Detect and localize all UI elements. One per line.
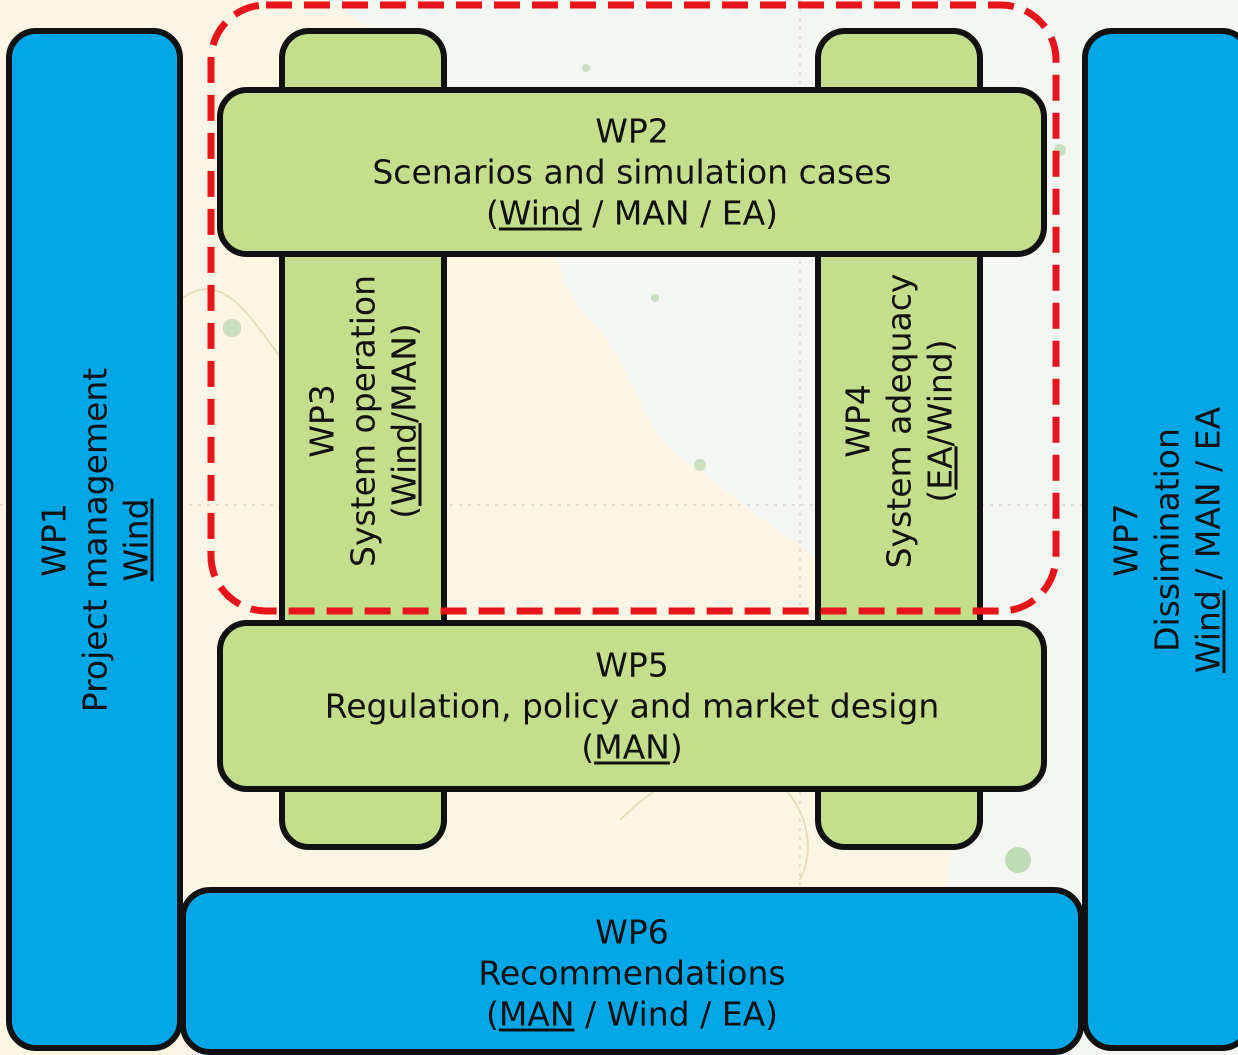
wp7-partner-1: Wind: [1188, 589, 1228, 673]
wp6-box: WP6 Recommendations (MAN / Wind / EA): [180, 887, 1084, 1055]
wp7-partner-2: MAN: [1188, 481, 1228, 558]
wp4-title: System adequacy: [879, 273, 919, 569]
wp2-partners: (Wind / MAN / EA): [485, 193, 779, 233]
wp7-partner-3: EA: [1188, 406, 1228, 450]
wp1-lead: Wind: [116, 498, 155, 581]
wp5-box: WP5 Regulation, policy and market design…: [217, 620, 1047, 792]
wp2-partner-2: MAN: [613, 193, 690, 233]
wp4-id: WP4: [838, 384, 878, 458]
wp4-partners: (EA/Wind): [920, 339, 960, 503]
wp3-label: WP3 System operation (Wind/MAN): [302, 275, 425, 567]
wp7-box: WP7 Dissimination Wind / MAN / EA: [1082, 28, 1238, 1051]
wp4-label: WP4 System adequacy (EA/Wind): [838, 274, 961, 569]
wp1-box: WP1 Project management Wind: [6, 28, 183, 1051]
wp5-partners: (MAN): [581, 727, 683, 767]
wp6-partner-1: MAN: [498, 994, 575, 1034]
wp6-partner-2: Wind: [606, 994, 690, 1034]
wp3-lead: Wind: [384, 422, 424, 506]
wp2-id: WP2: [595, 111, 669, 151]
wp3-title: System operation: [343, 275, 383, 567]
wp6-title: Recommendations: [478, 953, 786, 993]
wp1-title: Project management: [75, 367, 114, 712]
wp6-partner-3: EA: [721, 994, 766, 1034]
wp5-id: WP5: [595, 645, 669, 685]
wp1-id: WP1: [34, 502, 73, 577]
wp5-lead: MAN: [594, 727, 670, 767]
wp2-title: Scenarios and simulation cases: [372, 152, 892, 192]
wp7-id: WP7: [1106, 502, 1146, 577]
wp2-box: WP2 Scenarios and simulation cases (Wind…: [217, 87, 1047, 257]
wp5-title: Regulation, policy and market design: [324, 686, 940, 726]
wp1-label: WP1 Project management Wind: [33, 367, 156, 711]
wp2-partner-3: EA: [721, 193, 766, 233]
wp7-title: Dissimination: [1147, 427, 1187, 652]
wp4-lead: EA: [920, 446, 960, 490]
wp2-label: WP2 Scenarios and simulation cases (Wind…: [372, 111, 891, 234]
wp7-partners: Wind / MAN / EA: [1188, 406, 1228, 673]
wp6-id: WP6: [595, 912, 669, 952]
wp6-label: WP6 Recommendations (MAN / Wind / EA): [478, 912, 785, 1035]
wp7-label: WP7 Dissimination Wind / MAN / EA: [1106, 406, 1229, 672]
wp6-partners: (MAN / Wind / EA): [485, 994, 779, 1034]
wp2-partner-1: Wind: [498, 193, 582, 233]
wp3-partners: (Wind/MAN): [384, 323, 424, 519]
wp3-id: WP3: [302, 384, 342, 458]
wp5-label: WP5 Regulation, policy and market design…: [325, 645, 939, 768]
